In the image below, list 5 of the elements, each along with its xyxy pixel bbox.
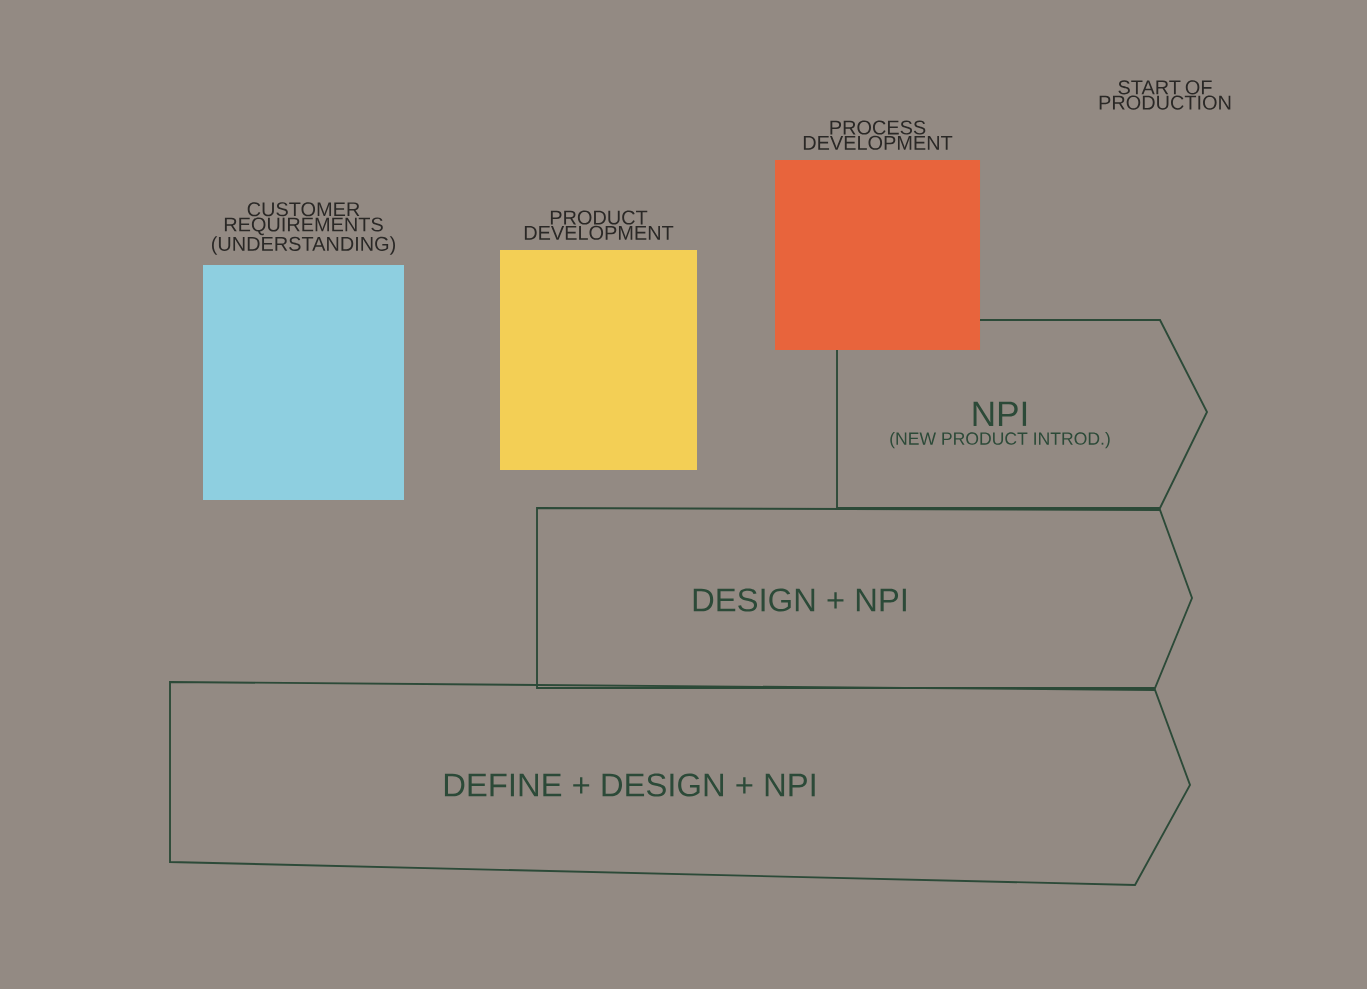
sticky-note: CUSTOMER REQUIREMENTS (UNDERSTANDING) xyxy=(203,202,404,500)
chevron-band: DESIGN + NPI xyxy=(536,507,1193,689)
chevron-band: DEFINE + DESIGN + NPI xyxy=(169,681,1192,886)
sticky-note: PRODUCT DEVELOPMENT xyxy=(500,210,697,470)
heading-text: START OF PRODUCTION xyxy=(1099,80,1231,110)
